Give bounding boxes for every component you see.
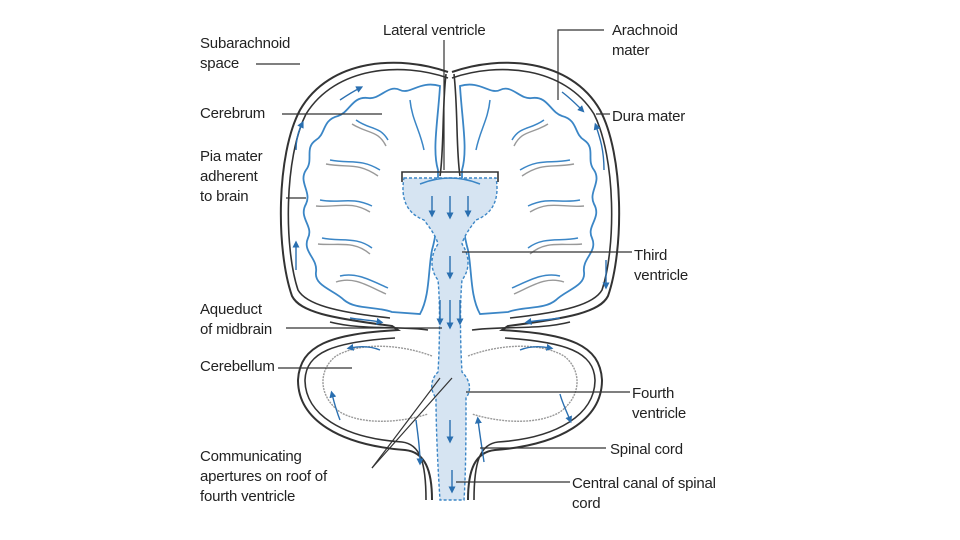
label-pia-mater: Pia mater adherent to brain	[200, 148, 263, 205]
label-spinal-cord: Spinal cord	[610, 441, 683, 458]
csf-flow-arrows	[292, 86, 610, 494]
lateral-ventricle-roof	[419, 177, 481, 185]
label-subarachnoid-space: Subarachnoid space	[200, 35, 291, 72]
arachnoid-outline	[287, 68, 613, 319]
left-sulci-grey	[315, 123, 387, 295]
label-lateral-ventricle: Lateral ventricle	[383, 22, 486, 39]
label-cerebellum: Cerebellum	[200, 358, 275, 375]
left-cortex	[302, 83, 441, 315]
label-third-ventricle: Third ventricle	[634, 247, 689, 284]
label-arachnoid-mater: Arachnoid mater	[612, 22, 678, 59]
right-sulci-grey	[513, 123, 585, 295]
right-sulci	[475, 99, 581, 289]
label-communicating-apertures: Communicating apertures on roof of fourt…	[200, 448, 327, 505]
left-sulci	[319, 99, 425, 289]
label-dura-mater: Dura mater	[612, 108, 686, 125]
lateral-ventricle-bracket	[401, 171, 499, 182]
cerebellum-left	[322, 345, 433, 422]
ventricular-system[interactable]	[402, 177, 498, 501]
label-cerebrum: Cerebrum	[200, 105, 266, 122]
label-central-canal: Central canal of spinal cord	[572, 475, 716, 512]
arachnoid-lower	[304, 337, 596, 501]
dura-mater-outline	[279, 61, 621, 501]
leader-lines	[256, 29, 632, 483]
label-aqueduct: Aqueduct of midbrain	[200, 301, 273, 338]
cerebellum-right	[467, 345, 578, 422]
right-cortex	[459, 83, 598, 315]
longitudinal-fissure	[439, 73, 461, 177]
label-fourth-ventricle: Fourth ventricle	[632, 385, 687, 422]
